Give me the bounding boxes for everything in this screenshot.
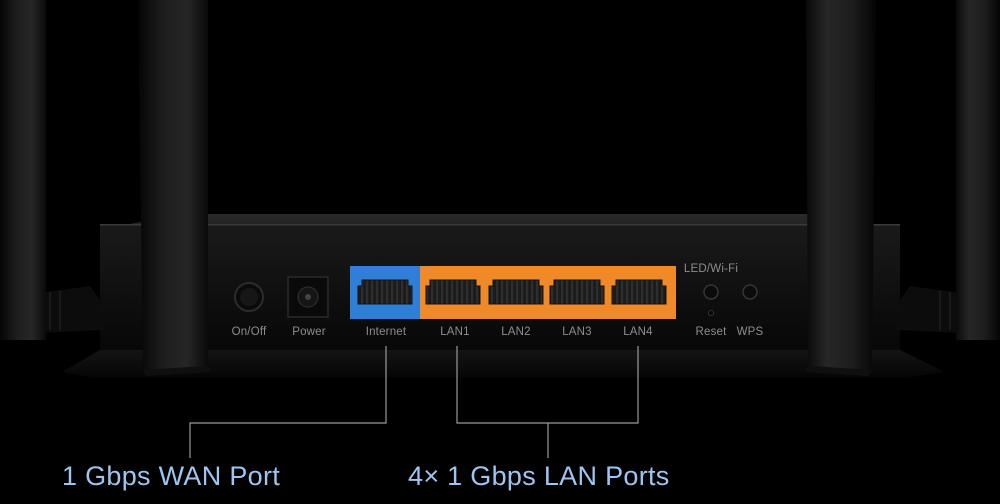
antenna-left [138, 0, 212, 376]
wan-port-caption: 1 Gbps WAN Port [62, 461, 281, 491]
reset-pinhole[interactable] [708, 310, 714, 316]
lan2-label: LAN2 [501, 326, 531, 338]
lan3-label: LAN3 [562, 326, 592, 338]
lan-callout-line [456, 346, 639, 458]
wan-callout-line [189, 346, 387, 458]
lan-ports-caption: 4× 1 Gbps LAN Ports [408, 461, 670, 491]
lan4-label: LAN4 [623, 326, 653, 338]
led-wifi-label: LED/Wi-Fi [683, 263, 739, 275]
antenna-far-left [0, 0, 46, 340]
antenna-right [804, 0, 876, 376]
internet-wan-port[interactable] [350, 266, 420, 319]
wps-button[interactable] [742, 284, 758, 300]
antenna-far-right [956, 0, 1000, 340]
reset-label: Reset [695, 326, 727, 338]
lan3-port[interactable] [549, 279, 605, 305]
power-label: Power [292, 326, 326, 338]
lan2-port[interactable] [488, 279, 544, 305]
power-jack[interactable] [287, 276, 329, 318]
lan1-port[interactable] [425, 279, 481, 305]
internet-label: Internet [365, 326, 407, 338]
lan-ports-block [420, 266, 676, 319]
on-off-label: On/Off [231, 326, 267, 338]
wps-label: WPS [736, 326, 764, 338]
on-off-button[interactable] [234, 282, 264, 312]
led-wifi-button[interactable] [703, 284, 719, 300]
lan1-label: LAN1 [440, 326, 470, 338]
lan4-port[interactable] [611, 279, 667, 305]
